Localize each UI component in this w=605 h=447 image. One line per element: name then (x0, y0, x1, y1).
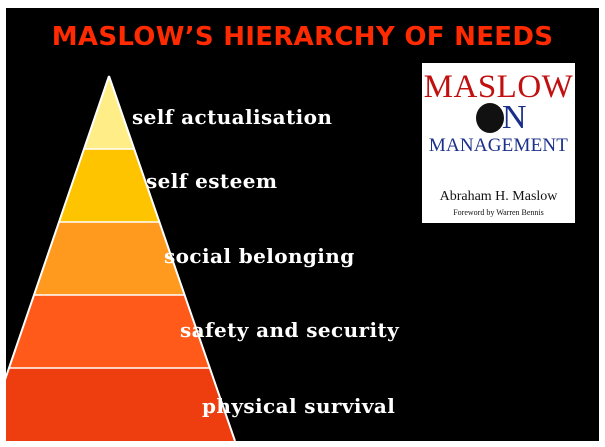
book-on-o-shape (476, 103, 504, 133)
book-foreword: Foreword by Warren Bennis (453, 208, 544, 217)
level-label-social-belonging: social belonging (164, 244, 355, 268)
pyramid-outline-left (6, 75, 110, 380)
level-label-self-actualisation: self actualisation (132, 105, 333, 129)
slide-title: MASLOW’S HIERARCHY OF NEEDS (51, 22, 554, 52)
slide: MASLOW’S HIERARCHY OF NEEDS self actuali… (6, 8, 599, 441)
book-on-n-letter: N (502, 99, 527, 136)
pyramid-level-social-belonging (34, 222, 185, 295)
level-label-safety-and-security: safety and security (180, 318, 400, 342)
pyramid-level-safety (9, 295, 210, 368)
pyramid-level-self-actualisation (84, 76, 135, 149)
level-label-self-esteem: self esteem (146, 169, 278, 193)
book-title-line-1: MASLOW (423, 69, 574, 105)
level-label-physical-survival: physical survival (202, 394, 396, 418)
pyramid-level-physical-survival (6, 368, 235, 441)
book-cover-image: MASLOW N MANAGEMENT Abraham H. Maslow Fo… (422, 63, 575, 223)
pyramid-outline-right (108, 75, 236, 441)
needs-pyramid (6, 75, 236, 441)
pyramid-level-self-esteem (59, 149, 160, 222)
book-title-line-2: MANAGEMENT (428, 135, 569, 156)
book-author: Abraham H. Maslow (439, 189, 558, 204)
